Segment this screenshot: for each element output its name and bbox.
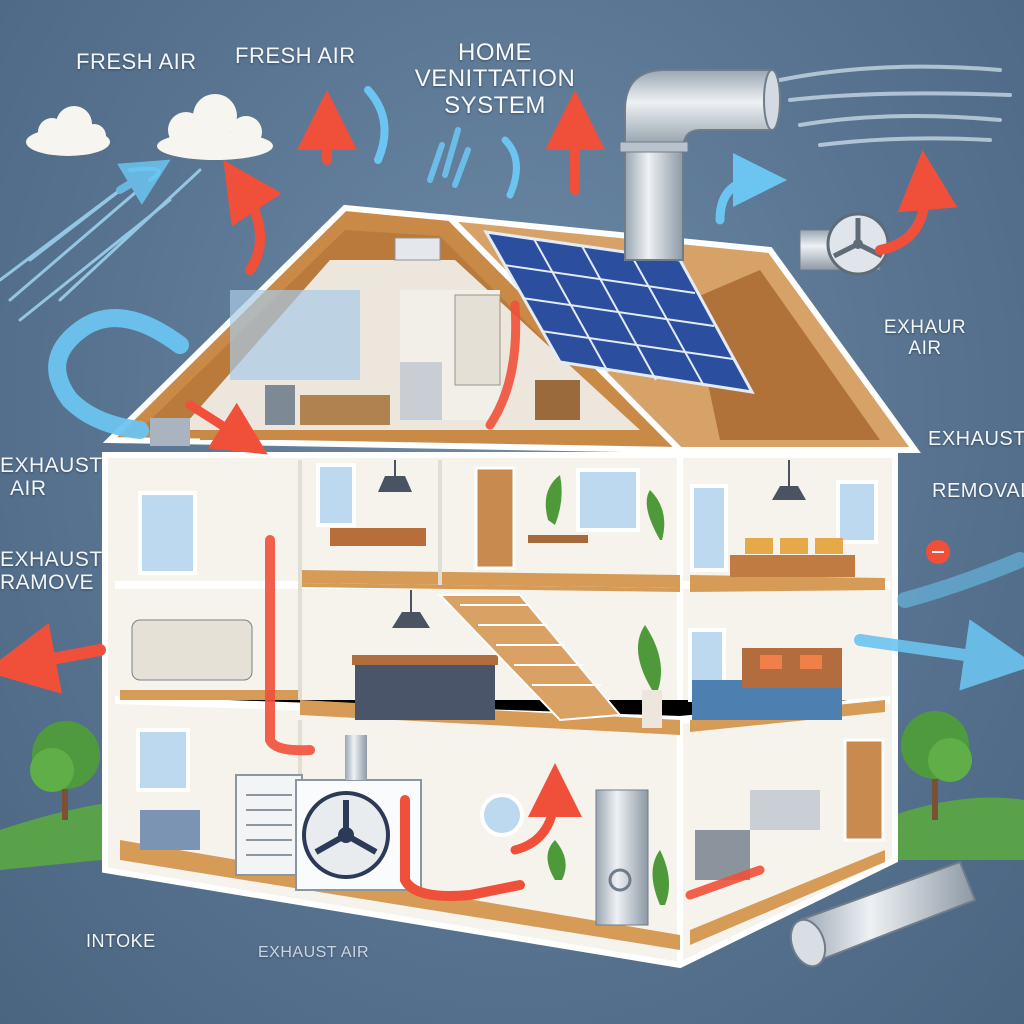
exhaust-air-label-left: EXHAUST AIR: [0, 454, 103, 500]
cloud-icon: [157, 94, 273, 160]
exhaust-remove-line-2: RAMOVE: [0, 571, 103, 594]
exhaust-indicator: [926, 540, 950, 564]
exhaust-removal-line-1: EXHAUST: [926, 428, 1024, 450]
fresh-air-label-left: FRESH AIR: [76, 50, 197, 74]
exhaust-air-left-line-2: AIR: [0, 477, 103, 500]
exhaur-air-line-1: EXHAUR: [880, 318, 970, 339]
exhaust-air-left-line-1: EXHAUST: [0, 454, 103, 477]
exhaust-remove-line-1: EXHAUST: [0, 548, 103, 571]
tree-icon: [30, 721, 100, 820]
exhaust-remove-label: EXHAUST RAMOVE: [0, 548, 103, 594]
intoke-label: INTOKE: [86, 932, 156, 952]
exhaur-air-label: EXHAUR AIR: [880, 318, 970, 360]
title-line-3: SYSTEM: [390, 93, 600, 119]
cloud-icon: [26, 106, 110, 156]
title-line-1: HOME: [390, 40, 600, 66]
title-line-2: VENITTATION: [390, 66, 600, 92]
exhaust-air-bottom-label: EXHAUST AIR: [258, 944, 369, 962]
exhaust-removal-label: EXHAUST REMOVAL: [926, 428, 1024, 502]
fresh-air-label-right: FRESH AIR: [235, 44, 356, 68]
exhaust-removal-line-2: REMOVAL: [926, 480, 1024, 502]
fan-icon: [800, 214, 888, 274]
fresh-air-streaks: [0, 170, 200, 320]
chimney-pipe-icon: [620, 70, 780, 260]
exhaur-air-line-2: AIR: [880, 339, 970, 360]
diagram-title: HOME VENITTATION SYSTEM: [390, 40, 600, 119]
exhaust-air-streaks: [780, 67, 1010, 145]
